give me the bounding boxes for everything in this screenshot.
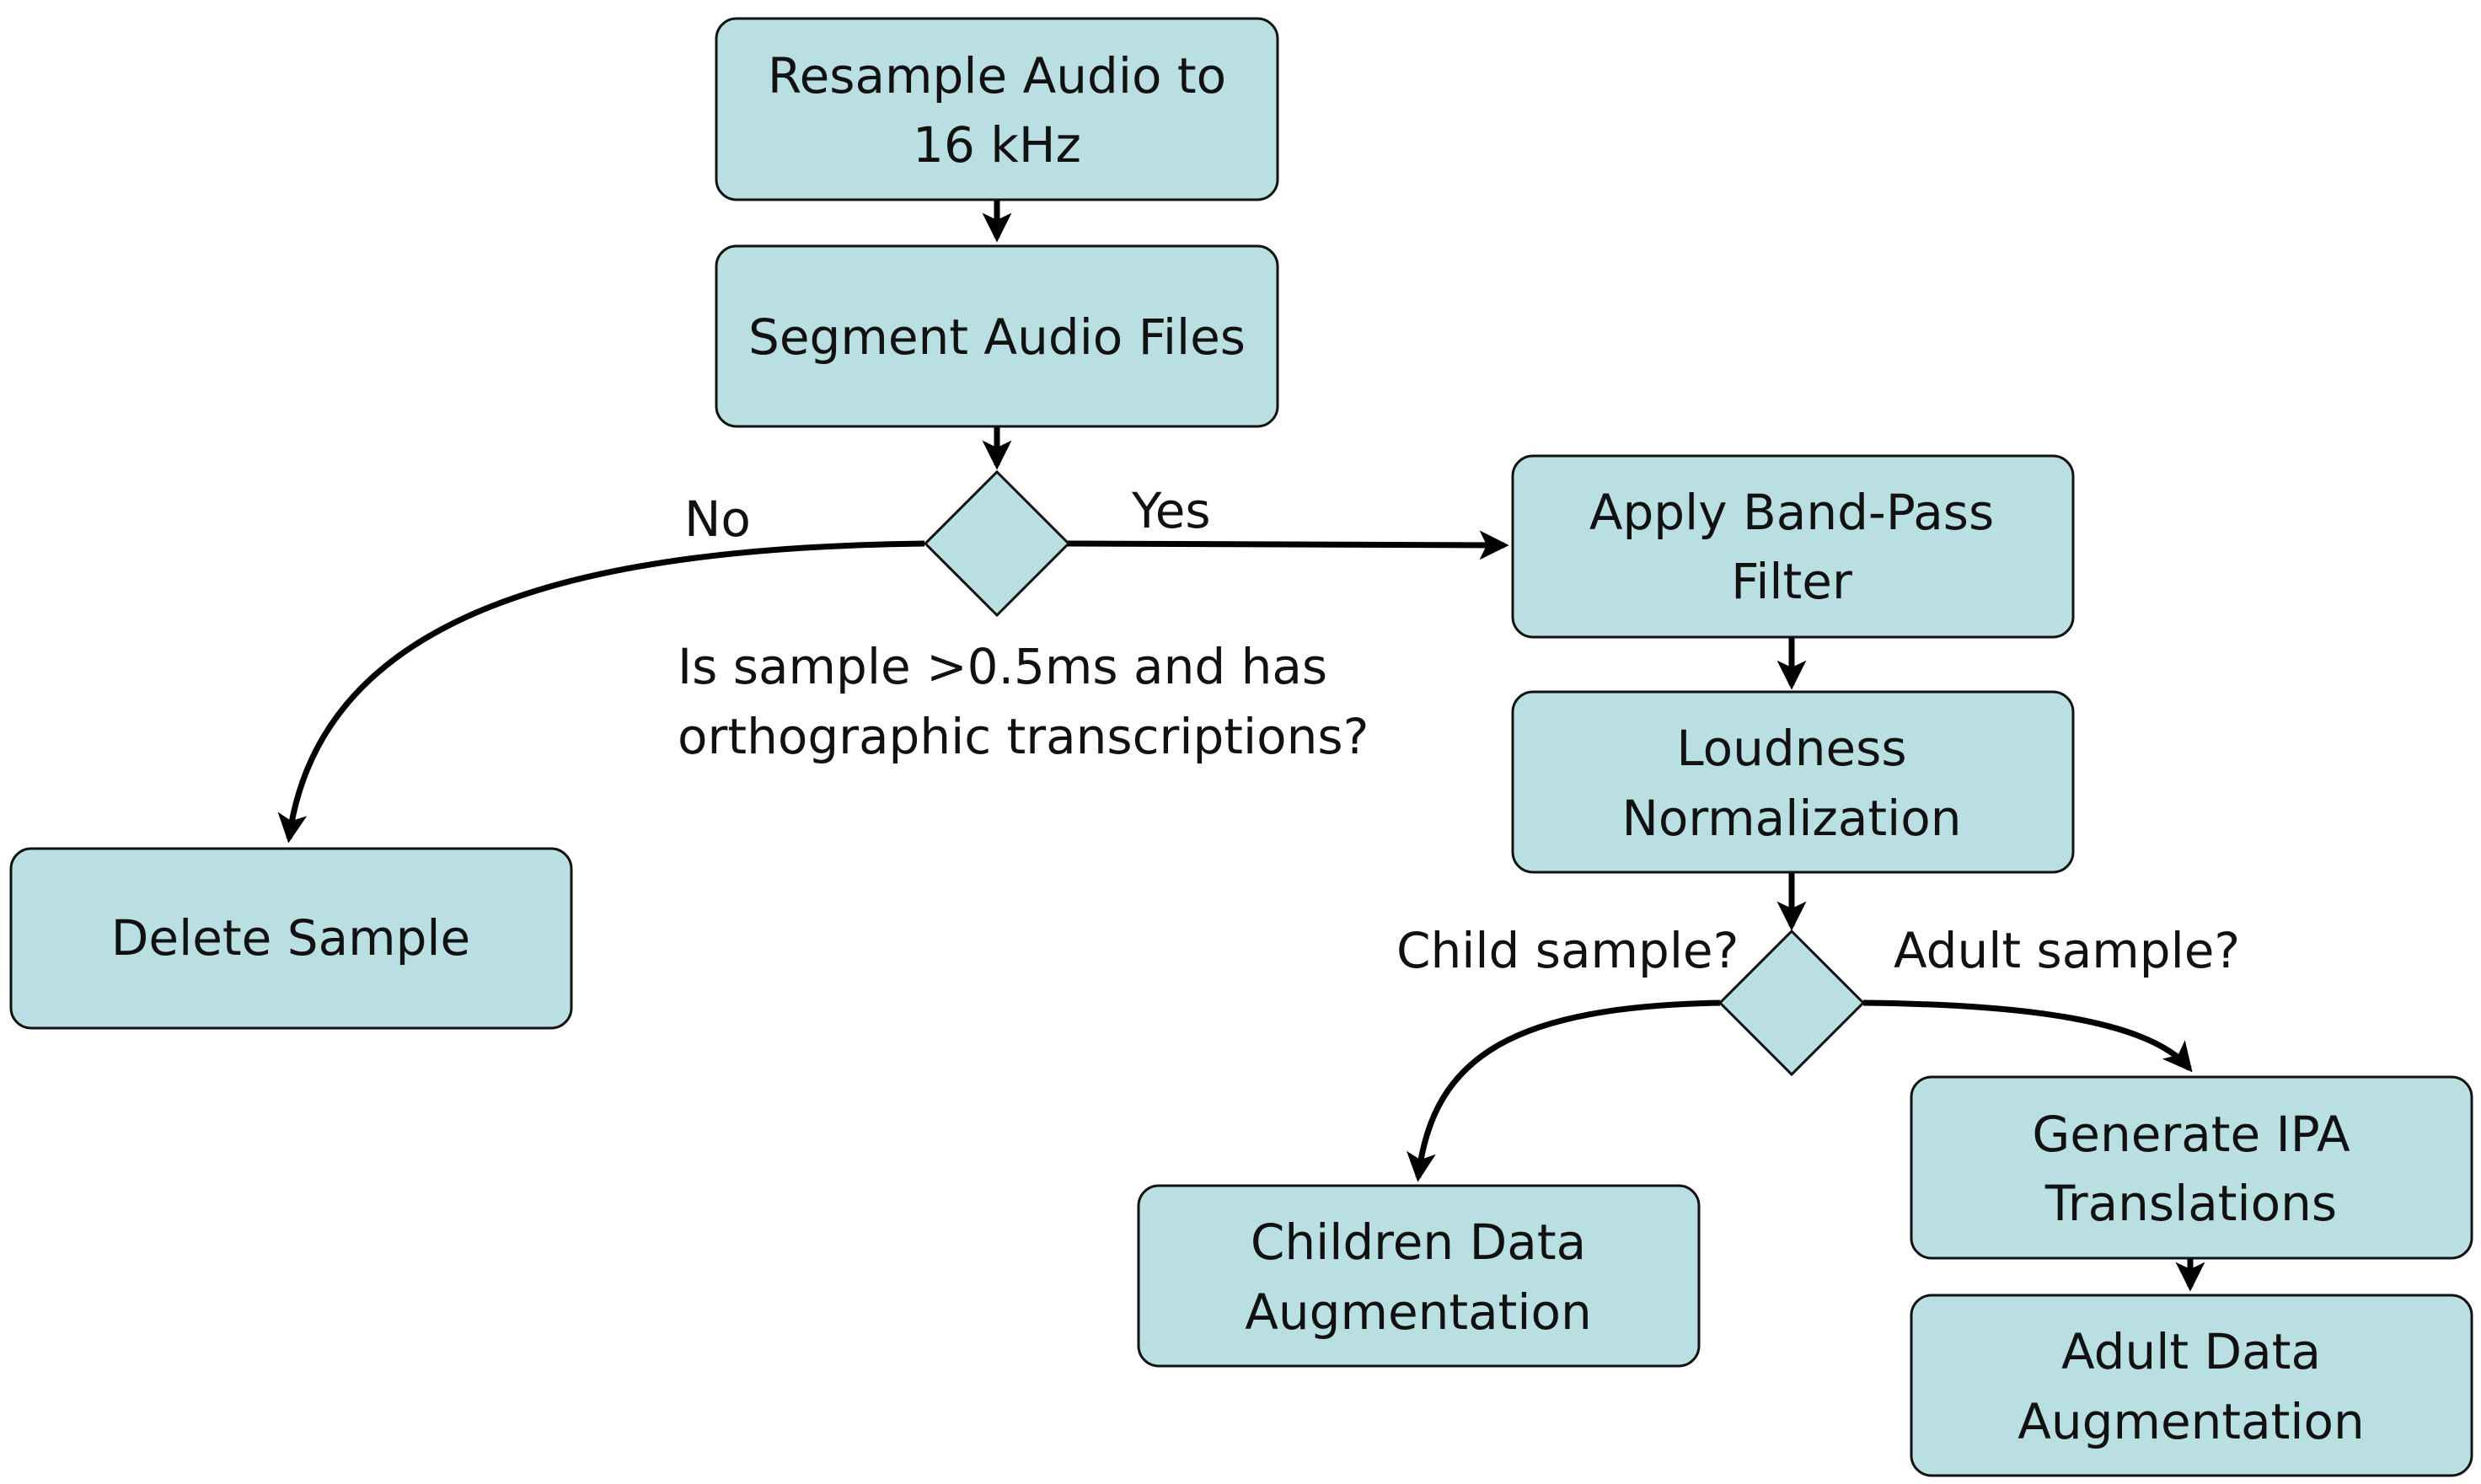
edge-decision-yes-to-bandpass <box>1067 530 1509 560</box>
edge-age-decision-adult <box>1862 999 2193 1073</box>
label-yes: Yes <box>1131 482 1211 539</box>
node-loudness-line2: Normalization <box>1621 790 1961 847</box>
edges <box>277 200 2205 1292</box>
node-adult-data-augmentation: Adult Data Augmentation <box>1910 1294 2473 1477</box>
label-child-sample: Child sample? <box>1396 922 1739 979</box>
decision-length-question-line1: Is sample >0.5ms and has <box>678 638 1327 695</box>
node-children-aug-line1: Children Data <box>1251 1213 1586 1271</box>
edge-decision-no-to-delete <box>277 540 925 844</box>
decision-age-check <box>1717 929 1866 1077</box>
node-resample-line1: Resample Audio to <box>768 47 1226 104</box>
node-ipa-line1: Generate IPA <box>2032 1106 2350 1163</box>
node-delete-sample: Delete Sample <box>9 847 573 1030</box>
label-adult-sample: Adult sample? <box>1894 922 2240 979</box>
node-bandpass-line2: Filter <box>1731 553 1852 610</box>
label-no: No <box>684 490 751 548</box>
node-children-data-augmentation: Children Data Augmentation <box>1137 1184 1701 1368</box>
node-delete-line1: Delete Sample <box>111 909 470 967</box>
decision-length-question-line2: orthographic transcriptions? <box>678 708 1369 765</box>
node-generate-ipa-translations: Generate IPA Translations <box>1910 1075 2473 1260</box>
decision-length-check <box>923 469 1071 618</box>
node-resample-audio: Resample Audio to 16 kHz <box>715 17 1279 201</box>
node-children-aug-line2: Augmentation <box>1245 1283 1592 1341</box>
node-bandpass-line1: Apply Band-Pass <box>1589 484 1994 541</box>
node-resample-line2: 16 kHz <box>913 116 1081 174</box>
node-loudness-normalization: Loudness Normalization <box>1511 690 2075 874</box>
node-adult-aug-line1: Adult Data <box>2061 1323 2321 1380</box>
edge-age-decision-child <box>1407 999 1721 1182</box>
node-apply-band-pass-filter: Apply Band-Pass Filter <box>1511 454 2075 639</box>
node-loudness-line1: Loudness <box>1676 720 1906 777</box>
node-adult-aug-line2: Augmentation <box>2017 1393 2365 1450</box>
node-segment-line1: Segment Audio Files <box>748 308 1246 366</box>
node-segment-audio-files: Segment Audio Files <box>715 244 1279 428</box>
node-ipa-line2: Translations <box>2044 1175 2337 1232</box>
